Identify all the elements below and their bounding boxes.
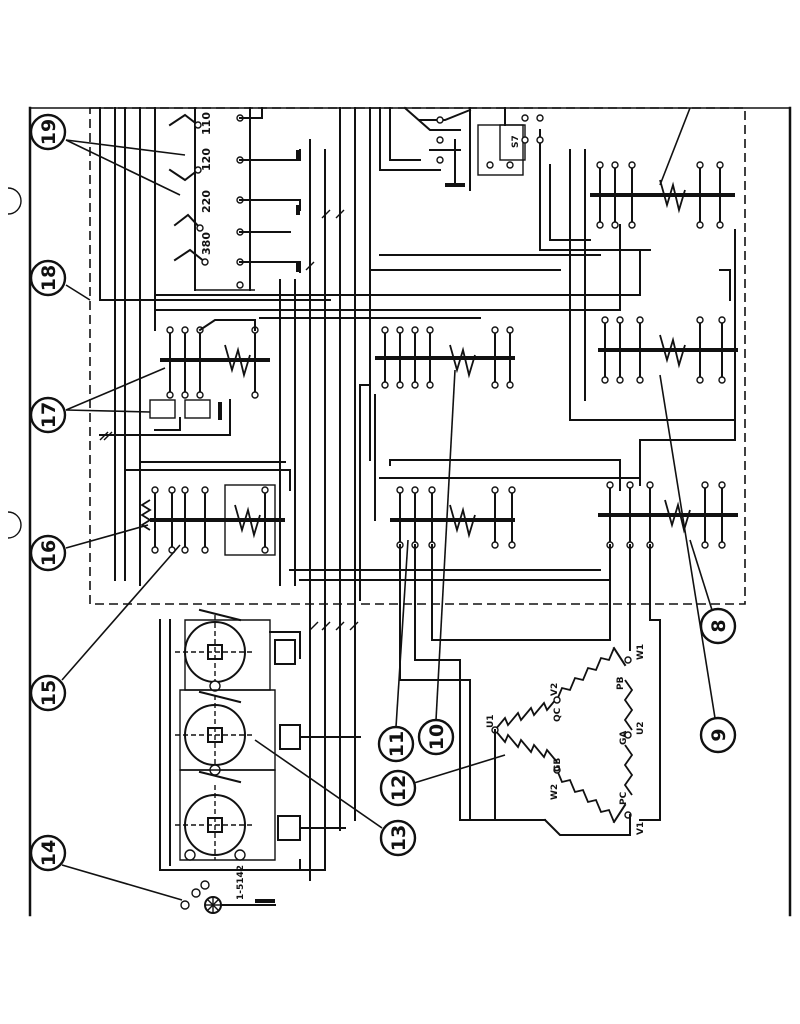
callout-16: 16 bbox=[29, 524, 149, 572]
callout-18: 18 bbox=[29, 259, 91, 301]
callout-19: 19 bbox=[29, 113, 186, 196]
callout-17: 17 bbox=[29, 367, 166, 434]
callout-label-15: 15 bbox=[38, 680, 60, 706]
callout-9: 9 bbox=[659, 374, 737, 754]
callout-label-17: 17 bbox=[38, 402, 60, 428]
voltage-label-120: 120 bbox=[200, 148, 213, 171]
winding-label-V2: V2 bbox=[550, 683, 560, 696]
cam-switch-middle bbox=[175, 689, 361, 776]
part-code: 1-5142 bbox=[236, 865, 246, 900]
top-switch-cluster: S7 bbox=[379, 106, 544, 191]
callout-label-12: 12 bbox=[388, 775, 410, 801]
callout-12: 12 bbox=[379, 754, 506, 807]
voltage-label-380: 380 bbox=[200, 232, 213, 255]
callout-label-10: 10 bbox=[426, 724, 448, 750]
winding-label-U2: U2 bbox=[636, 721, 646, 735]
enclosure-outline bbox=[89, 107, 746, 605]
callout-label-18: 18 bbox=[38, 265, 60, 291]
contactor-11 bbox=[379, 459, 641, 821]
callout-label-19: 19 bbox=[38, 119, 60, 145]
voltage-label-220: 220 bbox=[200, 190, 213, 213]
winding-label-PB: PB bbox=[616, 676, 626, 690]
callout-14: 14 bbox=[29, 834, 183, 901]
callout-13: 13 bbox=[254, 739, 417, 857]
callout-11: 11 bbox=[377, 539, 415, 763]
selector-switch-14: 1-5142 bbox=[180, 865, 276, 914]
contactor-17 bbox=[99, 319, 270, 436]
winding-label-QC: QC bbox=[553, 707, 563, 722]
binder-holes bbox=[7, 187, 22, 539]
feeder-wires bbox=[99, 107, 641, 881]
winding-label-V1: V1 bbox=[636, 822, 646, 835]
winding-label-W2: W2 bbox=[550, 784, 560, 800]
callout-8: 8 bbox=[689, 539, 737, 645]
winding-label-W1: W1 bbox=[636, 644, 646, 660]
voltage-selector: 110 120 220 380 bbox=[168, 107, 301, 291]
overload-relay-16 bbox=[124, 461, 291, 586]
page-frame bbox=[28, 106, 792, 917]
callout-label-13: 13 bbox=[388, 825, 410, 851]
svg-text:S7: S7 bbox=[511, 135, 521, 148]
cam-switch-group bbox=[159, 608, 361, 871]
contactor-top-right bbox=[539, 129, 736, 486]
contactor-8 bbox=[598, 481, 738, 821]
winding-label-GA: GA bbox=[619, 731, 629, 745]
winding-label-PC: PC bbox=[619, 791, 629, 805]
cam-switch-bottom bbox=[175, 769, 346, 861]
voltage-label-110: 110 bbox=[200, 112, 213, 135]
motor-winding-delta: U1 V2 QC PB W1 GA U2 GB W2 PC V1 bbox=[459, 644, 646, 836]
contactor-10 bbox=[359, 326, 515, 601]
winding-label-GB: GB bbox=[553, 758, 563, 772]
callout-label-11: 11 bbox=[386, 731, 408, 757]
callout-label-16: 16 bbox=[38, 540, 60, 566]
callout-label-8: 8 bbox=[708, 619, 730, 632]
callout-10: 10 bbox=[417, 369, 456, 756]
callout-label-9: 9 bbox=[708, 728, 730, 741]
cam-switch-top bbox=[175, 608, 301, 692]
contactor-9 bbox=[598, 316, 738, 384]
winding-label-U1: U1 bbox=[486, 714, 496, 728]
callout-15: 15 bbox=[29, 544, 181, 712]
callout-label-14: 14 bbox=[38, 840, 60, 866]
